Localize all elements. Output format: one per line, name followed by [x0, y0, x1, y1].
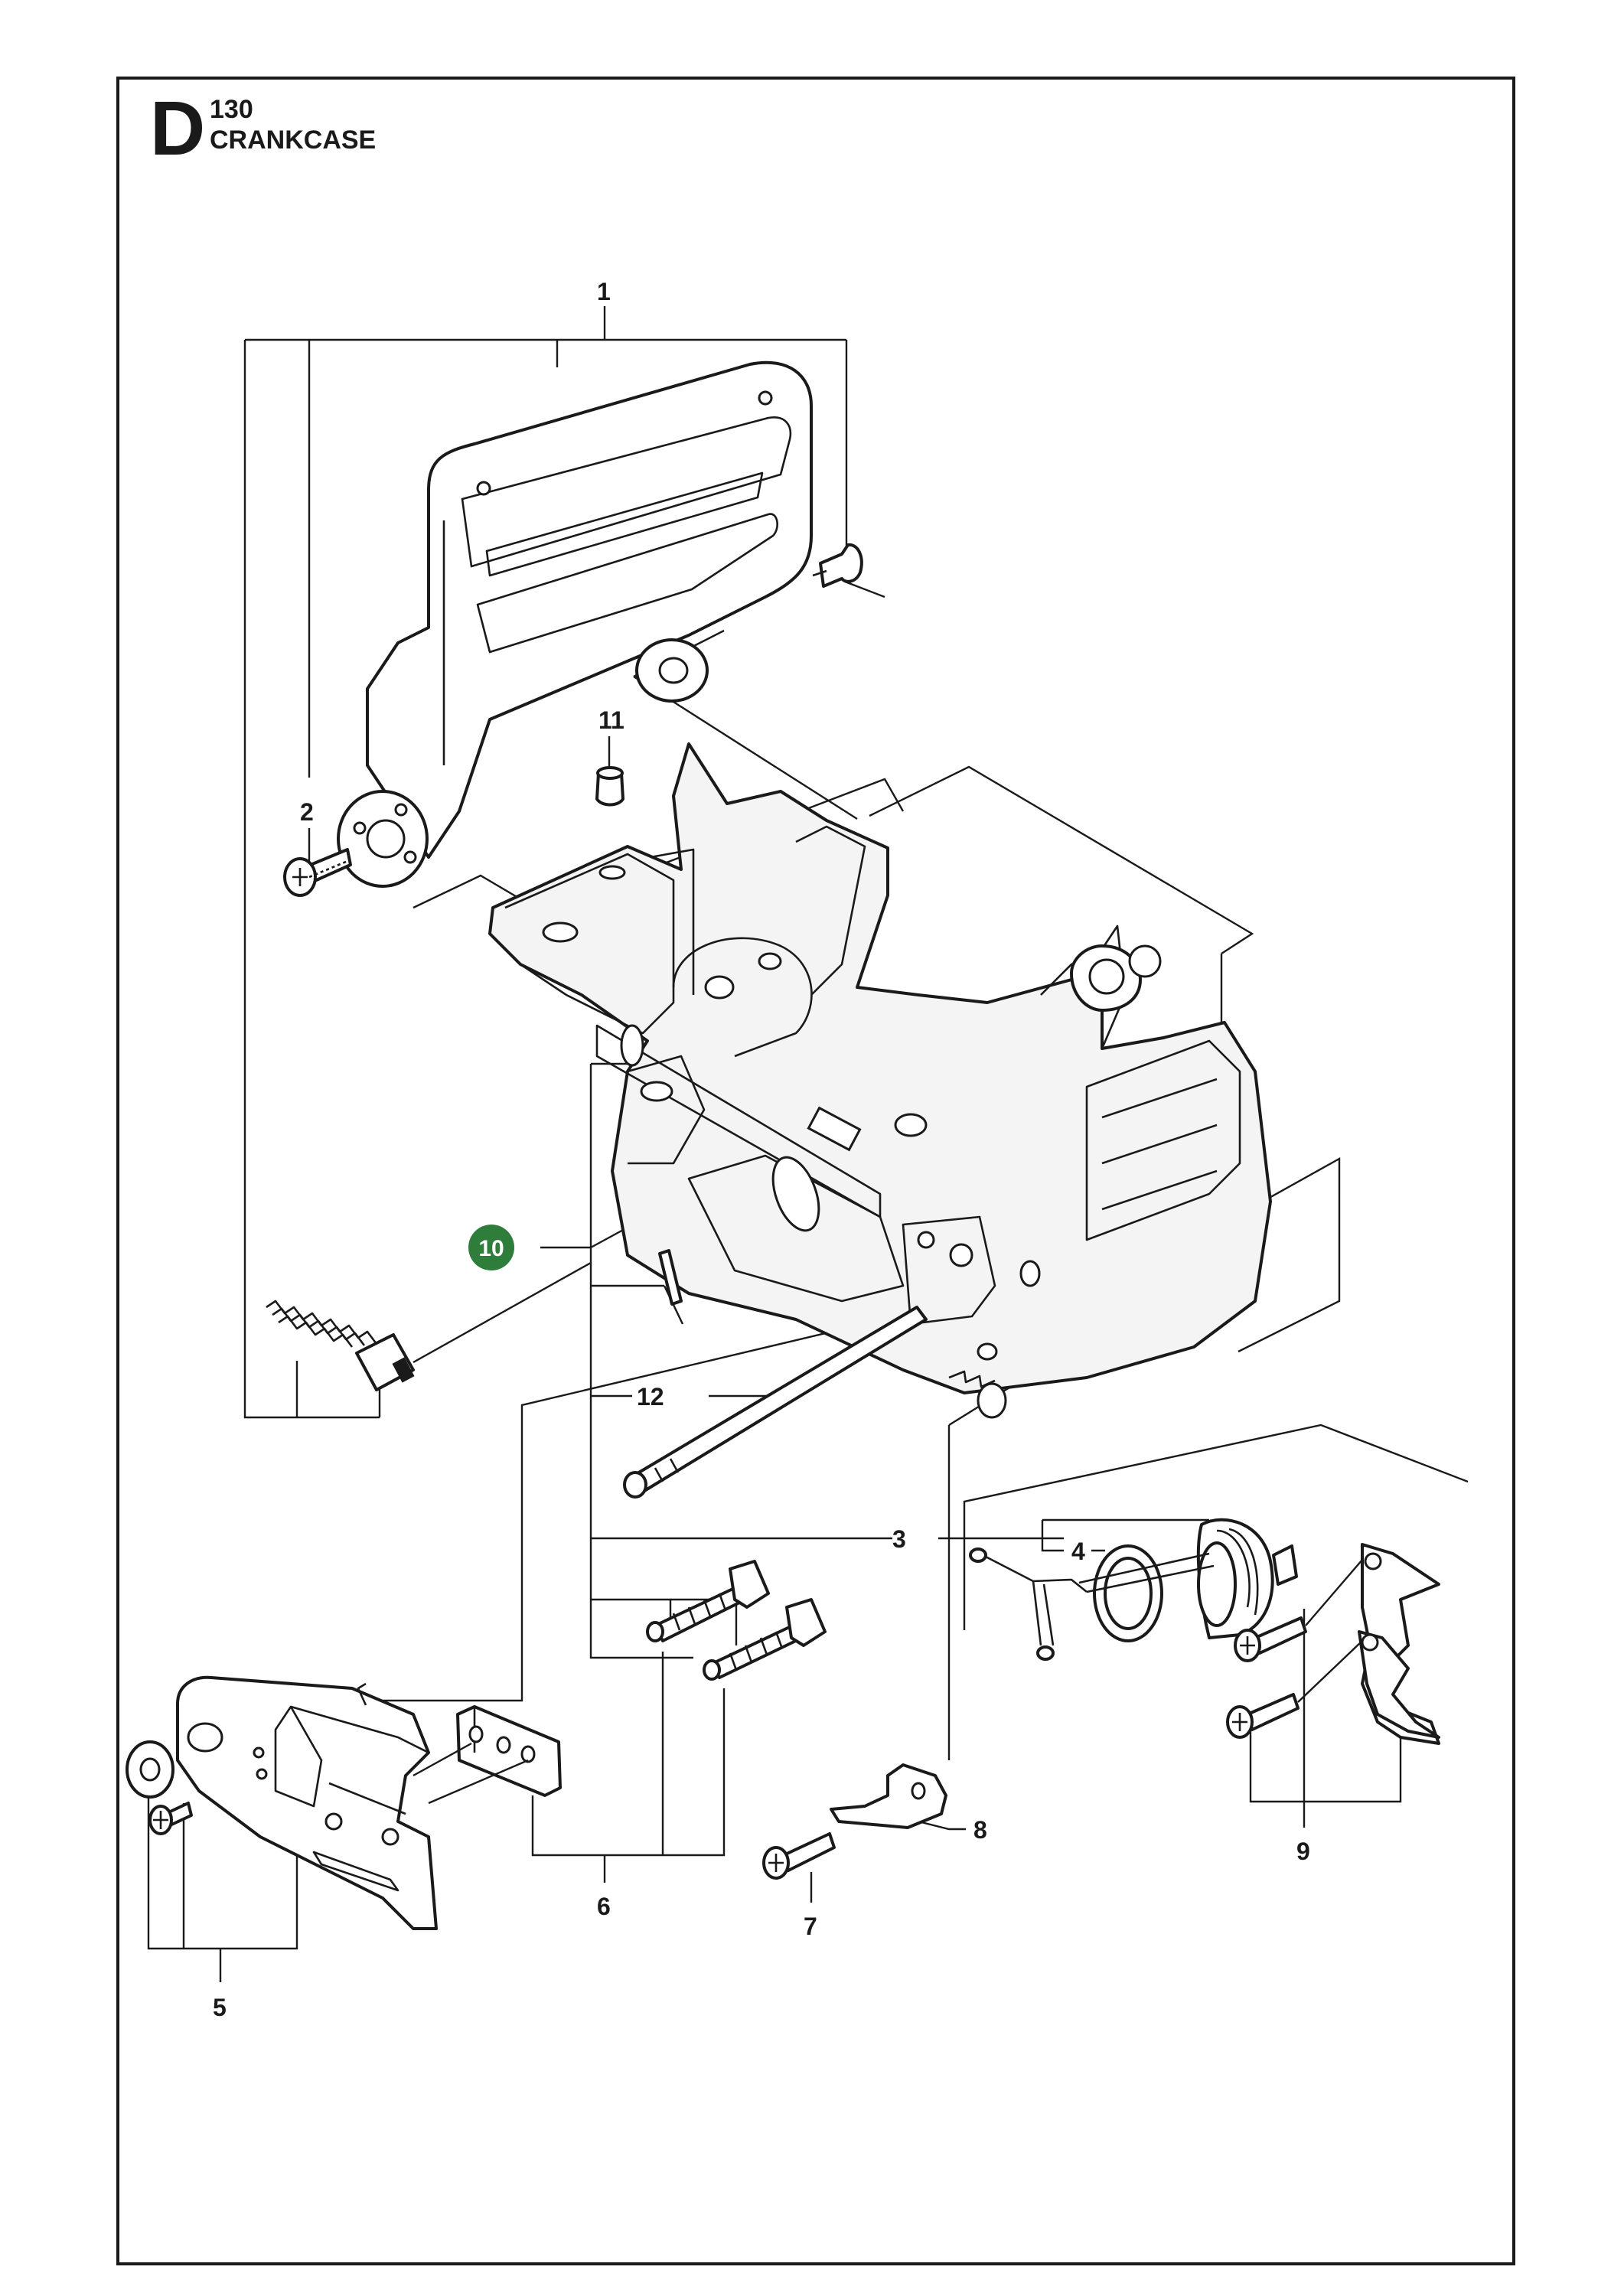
spring-assembly: [266, 1300, 415, 1391]
callout-10-badge: [468, 1225, 514, 1270]
clutch-cover-part-5: [126, 1675, 438, 1930]
section-number: 130: [210, 95, 253, 124]
page-frame: [116, 77, 1515, 2265]
callout-8: 8: [973, 1816, 987, 1844]
crankcase-body: [488, 742, 1272, 1419]
callout-labels: 1 2 11 10 12 3 4 5 6 7 8 9: [213, 278, 1310, 2021]
callout-9: 9: [1296, 1838, 1310, 1865]
leader-lines: [147, 306, 1469, 1982]
rod-part-12: [623, 1306, 928, 1499]
guide-plates-part-9: [1226, 1543, 1440, 1745]
callout-3: 3: [892, 1525, 906, 1553]
callout-10: 10: [478, 1236, 504, 1261]
callout-6: 6: [597, 1893, 611, 1920]
callout-7: 7: [804, 1913, 817, 1940]
tensioner-plate-part-6: [413, 1705, 562, 1805]
screw-part-2: [283, 848, 352, 897]
callout-1: 1: [597, 278, 611, 305]
pin-part: [658, 1249, 683, 1306]
callout-5: 5: [213, 1994, 227, 2021]
chain-catcher-part-8: [830, 1763, 947, 1829]
handle-screw: [812, 543, 863, 588]
oil-cap-part-4: [969, 1518, 1298, 1661]
callout-12: 12: [637, 1383, 664, 1411]
bar-bolts-part-3: [646, 1560, 827, 1681]
callout-2: 2: [300, 798, 314, 826]
screw-part-7: [762, 1832, 836, 1880]
section-title: CRANKCASE: [210, 126, 377, 155]
callout-4: 4: [1071, 1538, 1085, 1565]
plug-part-11: [595, 766, 624, 807]
section-letter: D: [150, 86, 206, 171]
front-handle-guard: [337, 360, 813, 888]
callout-11: 11: [598, 706, 624, 734]
